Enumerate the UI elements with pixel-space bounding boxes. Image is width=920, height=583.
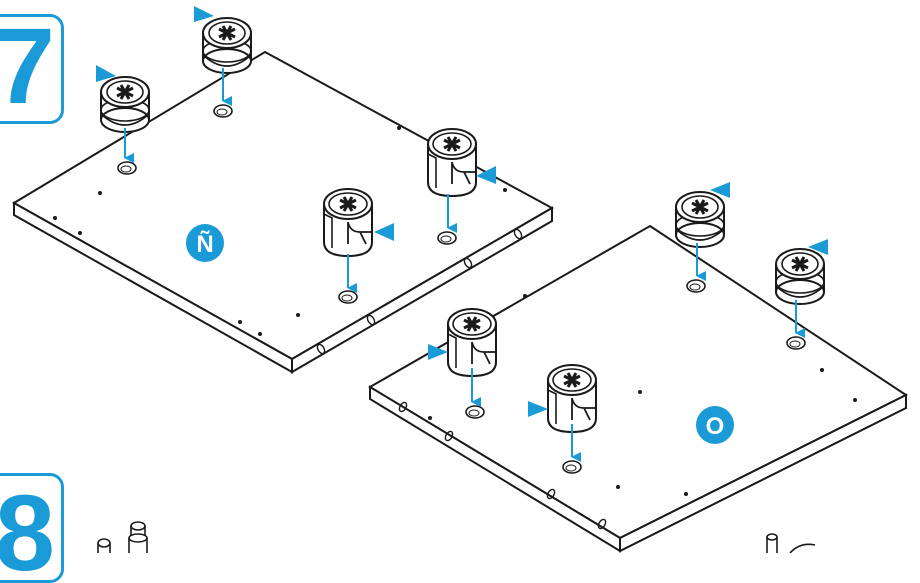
cam-lock-icon: [774, 239, 828, 338]
panel-o: [368, 224, 908, 553]
diagram-canvas: Ñ O: [12, 6, 908, 553]
cam-lock-icon: [428, 307, 498, 407]
assembly-diagram: 7 8: [0, 6, 908, 583]
step-number: 7: [0, 14, 55, 124]
cam-bolt-icon: [766, 533, 816, 553]
cam-lock-icon: [194, 6, 253, 106]
step-7-badge: 7: [0, 14, 64, 124]
panel-n: [12, 50, 555, 374]
cam-bolt-icon: [97, 521, 148, 553]
panel-label-o: O: [696, 406, 734, 444]
panel-label-text: Ñ: [196, 230, 213, 258]
cam-lock-icon: [96, 65, 151, 163]
cam-lock-icon: [322, 187, 394, 293]
panel-label-text: O: [706, 413, 725, 440]
cam-lock-icon: [426, 127, 496, 233]
panel-label-n: Ñ: [186, 224, 224, 262]
cam-lock-icon: [528, 363, 598, 462]
cam-lock-icon: [674, 182, 730, 281]
